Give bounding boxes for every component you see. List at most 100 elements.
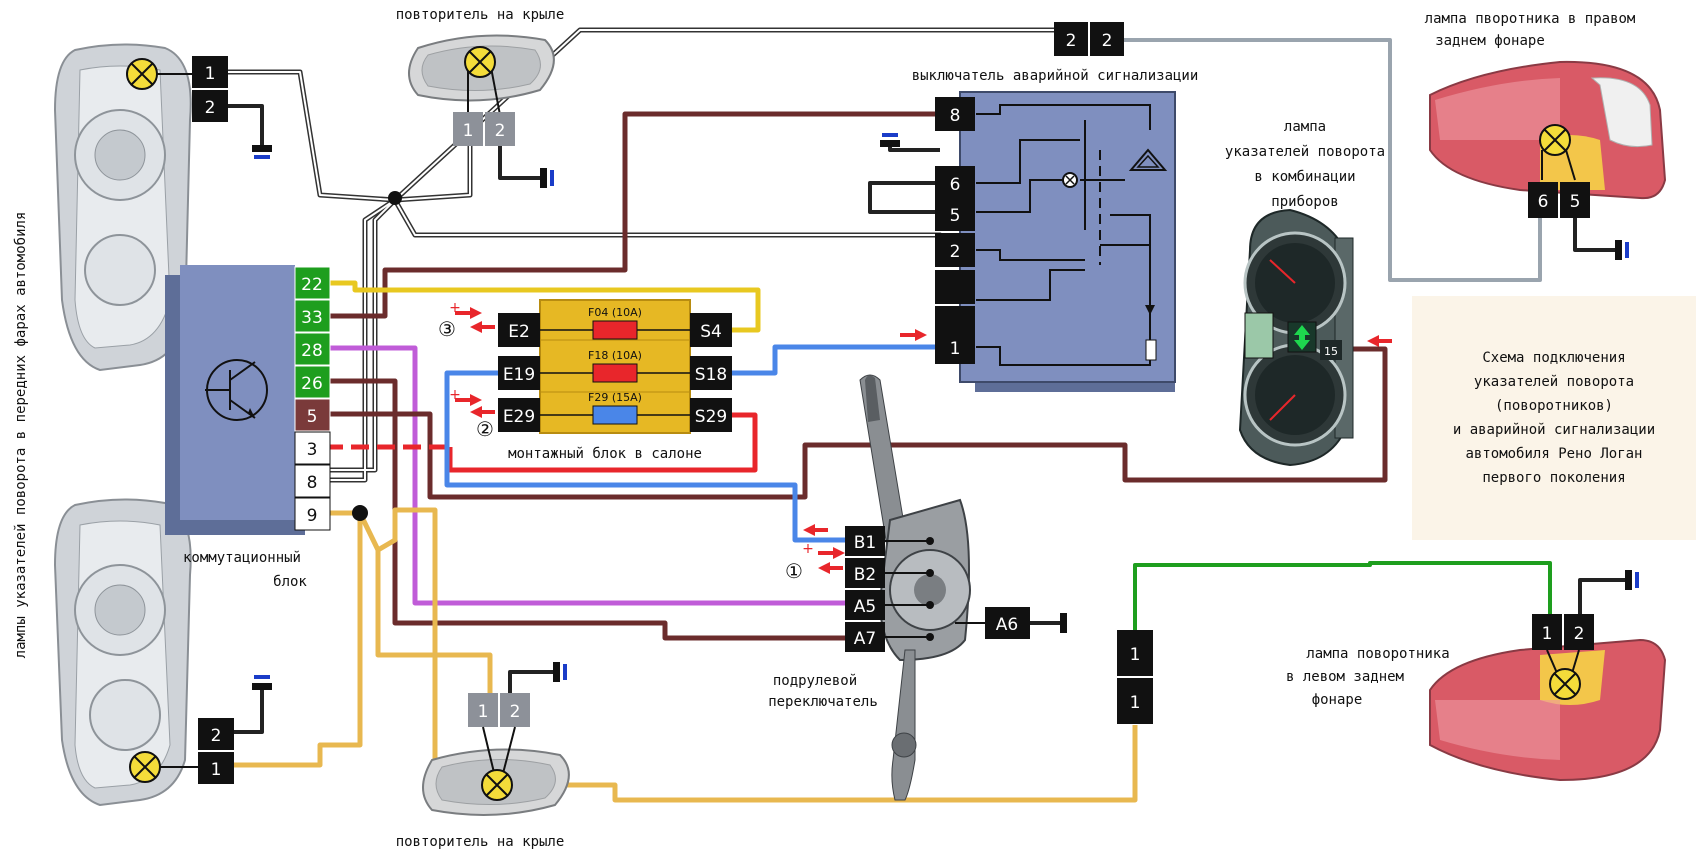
fuse-f29 <box>592 405 638 425</box>
lamp-icon <box>126 58 193 90</box>
fuse-f04 <box>592 320 638 340</box>
label-repeater-bottom: повторитель на крыле <box>396 834 565 850</box>
ground-icon <box>540 168 554 188</box>
svg-text:B2: B2 <box>854 565 876 585</box>
ground-icon <box>1625 570 1639 590</box>
svg-text:2: 2 <box>495 121 506 141</box>
hazard-switch: 8 6 5 2 1 <box>935 91 1176 392</box>
right-rear-lamp: 6 5 <box>1429 60 1667 218</box>
blue-wire-s18 <box>730 344 940 376</box>
purple-wire-28 <box>325 345 845 606</box>
arrow-left-icon <box>470 321 495 333</box>
svg-text:+: + <box>802 541 814 557</box>
junction-dot <box>352 505 368 521</box>
labels: повторитель на крыле повторитель на крыл… <box>13 7 1636 850</box>
arrow-right-icon <box>900 329 927 341</box>
svg-text:E29: E29 <box>503 407 535 427</box>
ground-icon <box>252 675 272 690</box>
svg-text:A6: A6 <box>996 615 1018 635</box>
svg-text:1: 1 <box>1130 693 1141 713</box>
svg-text:22: 22 <box>301 275 323 295</box>
wires <box>212 27 1625 803</box>
label-stalk-1: подрулевой <box>773 673 857 689</box>
connector-hazard-top: 2 2 <box>1054 22 1124 56</box>
connector-left-inline: 1 1 <box>1117 630 1153 724</box>
note-line: (поворотников) <box>1494 398 1613 414</box>
svg-text:1: 1 <box>463 121 474 141</box>
instrument-cluster: 15 <box>1238 208 1354 467</box>
svg-text:5: 5 <box>950 206 961 226</box>
svg-text:2: 2 <box>205 98 216 118</box>
svg-text:8: 8 <box>307 473 318 493</box>
left-rear-lamp: 1 2 <box>1429 614 1667 782</box>
note-line: Схема подключения <box>1482 350 1626 366</box>
turn-indicator-icon <box>1294 325 1310 350</box>
brown-wire-26 <box>325 378 845 641</box>
gray-wire <box>1120 38 1542 282</box>
svg-text:26: 26 <box>301 374 323 394</box>
svg-text:F29 (15A): F29 (15A) <box>588 391 642 404</box>
label-left-rear-3: фонаре <box>1312 692 1363 708</box>
fuse-f18 <box>592 363 638 383</box>
svg-text:E2: E2 <box>508 322 530 342</box>
brown-wire-33 <box>325 111 940 319</box>
svg-text:③: ③ <box>438 317 456 341</box>
ground-icon <box>1615 240 1629 260</box>
ground-icon <box>880 133 900 147</box>
arrow-right-icon <box>455 307 482 319</box>
label-cluster-1: лампа <box>1284 119 1326 135</box>
note-line: указателей поворота <box>1473 374 1635 390</box>
fuse-box: F04 (10A) F18 (10A) F29 (15A) E2 E19 E29… <box>498 299 732 434</box>
note-line: и аварийной сигнализации <box>1452 422 1656 438</box>
svg-text:6: 6 <box>1538 192 1549 212</box>
repeater-top: 1 2 <box>408 34 555 146</box>
svg-text:S29: S29 <box>695 407 727 427</box>
relay-unit: 22 33 28 26 5 3 8 9 <box>165 265 331 535</box>
label-cluster-4: приборов <box>1271 194 1338 210</box>
svg-text:+: + <box>449 300 461 316</box>
label-right-rear-1: лампа пвоpотника в правом <box>1425 11 1636 27</box>
note-line: первого поколения <box>1482 470 1626 486</box>
plus-markers: + + + <box>449 300 814 557</box>
ground-icon <box>252 145 272 159</box>
connector-front-top: 1 2 <box>192 56 228 122</box>
black-loop-wire <box>868 181 940 214</box>
svg-text:A7: A7 <box>854 629 876 649</box>
yellow-wire-22 <box>325 280 761 333</box>
svg-text:①: ① <box>785 559 803 583</box>
note-line: автомобиля Рено Логан <box>1465 446 1643 462</box>
label-fuse-box: монтажный блок в салоне <box>508 446 702 462</box>
ground-symbols <box>252 133 1639 690</box>
orange-wire-repeater <box>357 511 493 695</box>
arrow-left-icon <box>818 562 843 574</box>
svg-text:5: 5 <box>1570 192 1581 212</box>
svg-text:2: 2 <box>211 726 222 746</box>
connector-front-bottom: 2 1 <box>198 718 234 784</box>
arrow-left-icon <box>470 406 495 418</box>
svg-text:6: 6 <box>950 175 961 195</box>
red-wire-s29 <box>447 412 758 473</box>
label-side-caption: лампы указателей поворота в передних фар… <box>13 212 29 659</box>
svg-text:1: 1 <box>478 702 489 722</box>
front-headlight-bottom <box>53 498 192 807</box>
green-wire <box>1133 561 1552 630</box>
label-relay-2: блок <box>273 574 307 590</box>
svg-text:1: 1 <box>205 64 216 84</box>
label-cluster-3: в комбинации <box>1254 169 1355 185</box>
svg-text:F04 (10A): F04 (10A) <box>588 306 642 319</box>
svg-text:2: 2 <box>1102 31 1113 51</box>
ground-icon <box>1060 613 1067 633</box>
svg-text:2: 2 <box>1574 624 1585 644</box>
arrow-left-icon <box>1367 335 1392 347</box>
junction-dot <box>388 191 402 205</box>
svg-text:2: 2 <box>510 702 521 722</box>
circled-markers: ③ ② ① <box>438 317 803 583</box>
svg-text:A5: A5 <box>854 597 876 617</box>
svg-text:+: + <box>449 387 461 403</box>
label-stalk-2: переключатель <box>768 694 878 710</box>
arrows <box>455 307 1392 574</box>
svg-text:2: 2 <box>950 242 961 262</box>
svg-text:B1: B1 <box>854 533 876 553</box>
svg-text:S18: S18 <box>695 365 727 385</box>
